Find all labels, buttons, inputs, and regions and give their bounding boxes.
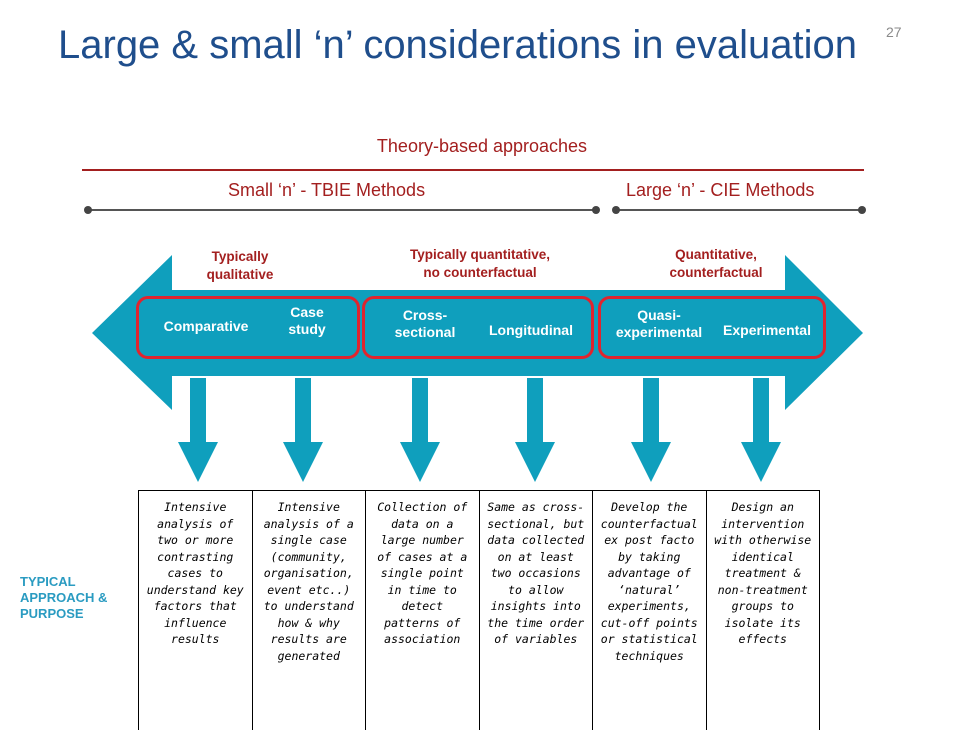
category-quantitative-line1: Typically quantitative, xyxy=(409,247,551,262)
method-case-study-line1: Case xyxy=(290,304,324,320)
method-experimental-line1: Experimental xyxy=(723,322,811,338)
description-experimental: Design an intervention with otherwise id… xyxy=(707,491,820,730)
method-quasi-experimental: Quasi- experimental xyxy=(604,307,714,341)
description-comparative: Intensive analysis of two or more contra… xyxy=(139,491,253,730)
typical-approach-label: TYPICAL APPROACH & PURPOSE xyxy=(20,574,140,622)
double-arrow-shape xyxy=(92,255,863,410)
description-longitudinal: Same as cross-sectional, but data collec… xyxy=(480,491,593,730)
method-case-study-line2: study xyxy=(288,321,326,337)
method-cross-sectional-line1: Cross- xyxy=(402,307,448,323)
category-qualitative-line2: qualitative xyxy=(206,267,274,282)
method-comparative-line1: Comparative xyxy=(163,318,249,334)
method-experimental: Experimental xyxy=(712,322,822,339)
description-case-study: Intensive analysis of a single case (com… xyxy=(253,491,366,730)
method-comparative: Comparative xyxy=(146,318,266,335)
group-box-quantitative xyxy=(362,296,594,359)
method-quasi-experimental-line2: experimental xyxy=(615,324,703,340)
category-qualitative-label: Typically qualitative xyxy=(180,248,300,284)
category-quantitative-label: Typically quantitative, no counterfactua… xyxy=(380,246,580,282)
large-n-range-line xyxy=(616,209,862,211)
down-arrow-cross-sectional xyxy=(400,378,440,482)
theory-based-label: Theory-based approaches xyxy=(376,136,588,156)
small-n-start-dot xyxy=(84,206,92,214)
method-longitudinal: Longitudinal xyxy=(476,322,586,339)
description-quasi-experimental: Develop the counterfactual ex post facto… xyxy=(593,491,707,730)
large-n-end-dot xyxy=(858,206,866,214)
down-arrow-experimental xyxy=(741,378,781,482)
category-quantitative-line2: no counterfactual xyxy=(423,265,537,280)
down-arrow-comparative xyxy=(178,378,218,482)
page-number: 27 xyxy=(886,24,902,40)
method-case-study: Case study xyxy=(266,304,348,338)
group-box-counterfactual xyxy=(598,296,826,359)
typical-approach-line3: PURPOSE xyxy=(20,606,84,621)
small-n-label: Small ‘n’ - TBIE Methods xyxy=(228,180,426,200)
theory-rule xyxy=(82,169,864,171)
method-quasi-experimental-line1: Quasi- xyxy=(637,307,681,323)
category-counterfactual-label: Quantitative, counterfactual xyxy=(636,246,796,282)
typical-approach-line2: APPROACH & xyxy=(20,590,108,605)
down-arrow-case-study xyxy=(283,378,323,482)
down-arrow-longitudinal xyxy=(515,378,555,482)
large-n-start-dot xyxy=(612,206,620,214)
description-table: Intensive analysis of two or more contra… xyxy=(138,490,820,730)
method-cross-sectional-line2: sectional xyxy=(394,324,456,340)
description-cross-sectional: Collection of data on a large number of … xyxy=(366,491,480,730)
large-n-label: Large ‘n’ - CIE Methods xyxy=(626,180,815,200)
down-arrow-quasi-experimental xyxy=(631,378,671,482)
slide-title: Large & small ‘n’ considerations in eval… xyxy=(58,23,857,67)
category-counterfactual-line2: counterfactual xyxy=(669,265,763,280)
small-n-end-dot xyxy=(592,206,600,214)
typical-approach-line1: TYPICAL xyxy=(20,574,76,589)
group-box-qualitative xyxy=(136,296,360,359)
method-cross-sectional: Cross- sectional xyxy=(382,307,468,341)
category-qualitative-line1: Typically xyxy=(211,249,269,264)
method-longitudinal-line1: Longitudinal xyxy=(489,322,573,338)
small-n-range-line xyxy=(88,209,596,211)
category-counterfactual-line1: Quantitative, xyxy=(675,247,757,262)
